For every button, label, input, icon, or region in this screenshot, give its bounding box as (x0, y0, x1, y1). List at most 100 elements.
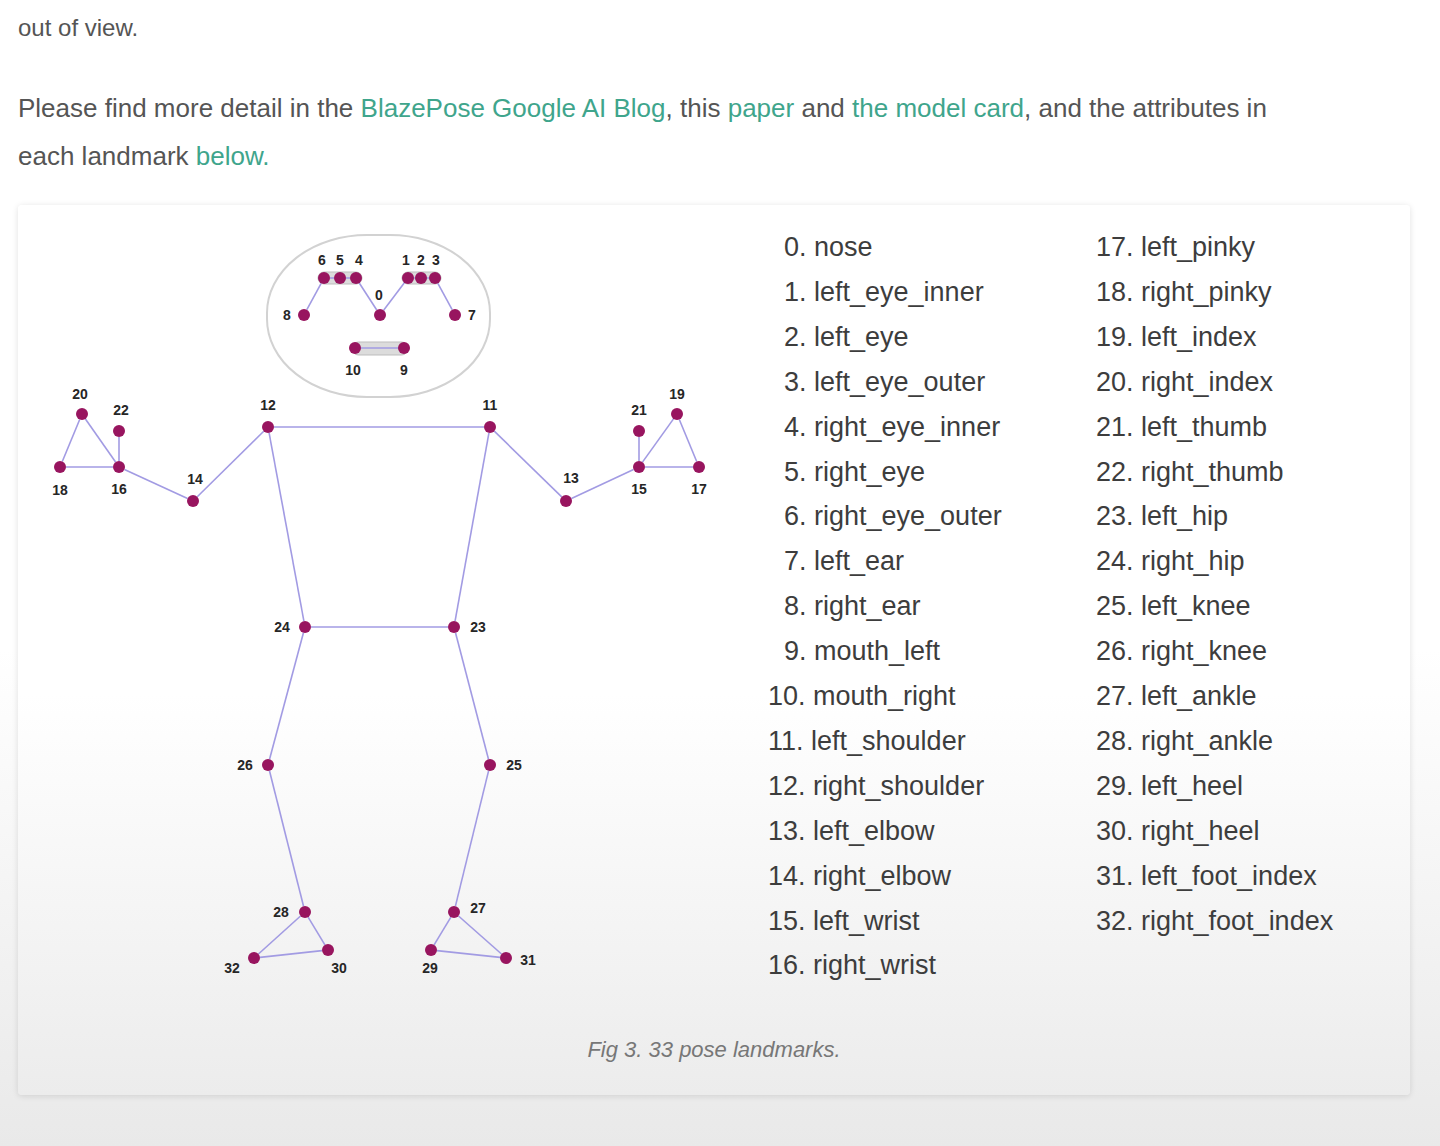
landmark-number: 11 (483, 398, 498, 412)
landmark-dot: 13 (560, 495, 572, 507)
skeleton-line (308, 917, 325, 945)
skeleton-line (124, 470, 187, 499)
skeleton-line (269, 433, 304, 621)
landmark-number: 22 (113, 403, 129, 417)
landmark-list-item: 26. right_knee (1096, 638, 1267, 665)
landmark-list-item: 27. left_ankle (1096, 683, 1257, 710)
eye-bar (318, 272, 362, 284)
landmark-dot: 23 (448, 621, 460, 633)
landmark-dot: 17 (693, 461, 705, 473)
landmark-number: 18 (52, 483, 68, 497)
landmark-list-item: 21. left_thumb (1096, 413, 1267, 440)
landmark-number: 28 (273, 905, 289, 919)
landmark-number: 2 (417, 253, 425, 267)
skeleton-line (494, 431, 561, 497)
paragraph-text: and (801, 93, 844, 123)
skeleton-line (85, 419, 115, 462)
landmark-dot: 22 (113, 425, 125, 437)
landmark-list-item: 24. right_hip (1096, 548, 1245, 575)
page-text: out of view. (18, 14, 138, 42)
skeleton-line (384, 283, 405, 310)
landmark-number: 5 (336, 253, 344, 267)
landmark-list-item: 18. right_pinky (1096, 278, 1272, 305)
landmark-number: 17 (691, 482, 707, 496)
landmark-number: 10 (345, 363, 361, 377)
landmark-list-item: 1. left_eye_inner (784, 278, 984, 305)
landmark-list-item: 2. left_eye (784, 323, 909, 350)
landmark-list-item: 6. right_eye_outer (784, 503, 1002, 530)
landmark-list-item: 8. right_ear (784, 593, 921, 620)
landmark-number: 21 (631, 403, 647, 417)
landmark-list-item: 32. right_foot_index (1096, 907, 1333, 934)
landmark-dot: 2 (415, 272, 427, 284)
landmark-list-item: 5. right_eye (784, 458, 925, 485)
landmark-number: 4 (355, 253, 363, 267)
landmark-number: 7 (468, 308, 476, 322)
landmark-dot: 31 (500, 952, 512, 964)
landmark-number: 1 (402, 253, 410, 267)
landmark-number: 13 (563, 471, 579, 485)
skeleton-line (260, 951, 322, 958)
landmark-dot: 1 (402, 272, 414, 284)
landmark-number: 12 (260, 398, 276, 412)
landmark-dot: 16 (113, 461, 125, 473)
landmark-dot: 8 (298, 309, 310, 321)
landmark-number: 6 (318, 253, 326, 267)
head-outline (267, 235, 490, 397)
landmark-dot: 10 (349, 342, 361, 354)
landmark-number: 31 (520, 953, 536, 967)
landmark-dot: 12 (262, 421, 274, 433)
intro-paragraph: Please find more detail in the BlazePose… (18, 84, 1318, 180)
landmark-dot: 20 (76, 408, 88, 420)
landmark-number: 8 (283, 308, 291, 322)
paragraph-text: Please find more detail in the (18, 93, 353, 123)
landmark-list-item: 15. left_wrist (768, 907, 920, 934)
skeleton-line (258, 916, 300, 954)
landmark-number: 32 (224, 961, 240, 975)
landmark-number: 26 (237, 758, 253, 772)
landmark-number: 25 (506, 758, 522, 772)
skeleton-line (269, 771, 303, 906)
landmark-number: 0 (375, 288, 383, 302)
landmark-number: 14 (187, 472, 203, 486)
landmark-dot: 24 (299, 621, 311, 633)
landmark-number: 23 (470, 620, 486, 634)
landmark-dot: 3 (429, 272, 441, 284)
skeleton-line (118, 437, 120, 461)
landmark-list-item: 11. left_shoulder (768, 727, 966, 754)
landmark-list-item: 19. left_index (1096, 323, 1257, 350)
landmark-number: 15 (631, 482, 647, 496)
landmark-list-item: 17. left_pinky (1096, 234, 1255, 261)
landmark-dot: 25 (484, 759, 496, 771)
landmark-dot: 11 (484, 421, 496, 433)
landmark-dot: 18 (54, 461, 66, 473)
skeleton-line (438, 283, 452, 309)
landmark-dot: 9 (398, 342, 410, 354)
skeleton-line (197, 431, 263, 497)
link-text: below. (196, 141, 270, 171)
landmark-dot: 0 (374, 309, 386, 321)
landmark-number: 9 (400, 363, 408, 377)
landmark-dot: 29 (425, 944, 437, 956)
skeleton-line (679, 420, 696, 462)
landmark-list-item: 29. left_heel (1096, 772, 1243, 799)
link-text: the model card (852, 93, 1024, 123)
landmark-dot: 19 (671, 408, 683, 420)
skeleton-line (62, 420, 79, 462)
landmark-dot: 26 (262, 759, 274, 771)
landmark-list-item: 9. mouth_left (784, 638, 940, 665)
landmark-list-item: 20. right_index (1096, 368, 1273, 395)
landmark-list-item: 7. left_ear (784, 548, 904, 575)
link-text: BlazePose Google AI Blog (361, 93, 666, 123)
skeleton-line (270, 633, 304, 759)
skeleton-line (359, 283, 376, 310)
landmark-number: 29 (422, 961, 438, 975)
skeleton-line (456, 633, 489, 759)
landmark-list-item: 23. left_hip (1096, 503, 1228, 530)
landmark-list-item: 4. right_eye_inner (784, 413, 1000, 440)
landmark-dot: 7 (449, 309, 461, 321)
skeleton-line (434, 917, 451, 945)
landmark-list-item: 3. left_eye_outer (784, 368, 985, 395)
skeleton-line (645, 466, 693, 468)
